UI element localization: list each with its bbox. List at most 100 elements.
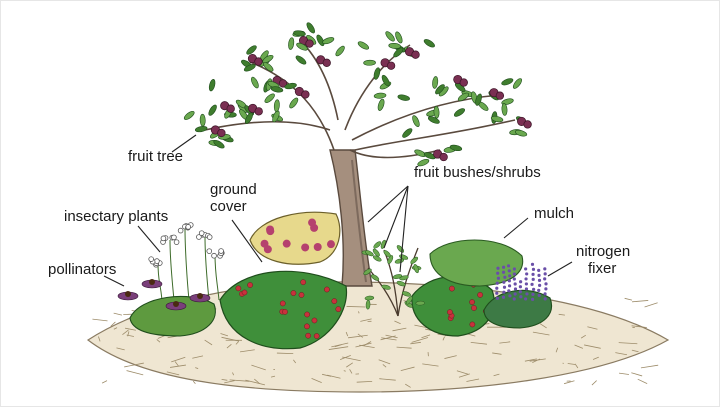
mulch-strand	[166, 371, 180, 376]
tree-fruit	[305, 39, 314, 48]
lavender-bud	[519, 280, 523, 284]
lavender-bud	[524, 282, 528, 286]
mulch-strand	[631, 349, 639, 353]
lavender-bud	[537, 293, 541, 297]
lavender-bud	[525, 272, 529, 276]
tree-fruit	[411, 50, 420, 59]
fruit-tree-trunk	[204, 39, 516, 287]
bush-leaf	[373, 241, 382, 249]
shrub-flower	[308, 218, 317, 227]
mulch-strand	[532, 331, 550, 336]
mulch-strand	[229, 379, 250, 382]
bush-leaf	[372, 255, 382, 262]
mulch-strand	[618, 342, 638, 345]
tree-leaf	[357, 41, 370, 50]
mulch-strand	[195, 367, 199, 369]
lavender-bud	[495, 281, 499, 285]
bush-leaf	[415, 300, 426, 306]
mulch-strand	[442, 336, 445, 341]
mulch-strand	[122, 329, 129, 335]
mulch-strand	[379, 378, 396, 381]
mulch-strand	[640, 364, 659, 369]
insectary-stem	[204, 235, 210, 301]
insectary-flower	[185, 224, 192, 230]
mulch-strand	[116, 347, 125, 351]
label-nitrogen-fixer-line1: nitrogen	[576, 243, 631, 260]
lavender-bud	[543, 277, 547, 281]
mulch-leader	[503, 217, 529, 239]
shrub-flower	[326, 240, 335, 249]
tree-leaf	[296, 42, 308, 51]
mulch-strand	[411, 337, 429, 343]
insectary-stem	[184, 227, 190, 301]
mulch-plants	[429, 239, 524, 287]
coneflower-center	[149, 279, 155, 285]
mulch-strand	[580, 334, 586, 339]
tree-leaf	[402, 128, 413, 138]
mulch-strand	[470, 342, 488, 345]
bush-leaf	[365, 299, 371, 310]
mulch-strand	[174, 361, 179, 367]
mulch-strand	[92, 318, 108, 322]
berry	[235, 285, 242, 292]
fruit-tree-canopy	[183, 22, 532, 167]
lavender-bud	[495, 296, 500, 300]
mulch-strand	[239, 349, 255, 353]
mulch-strand	[346, 306, 366, 308]
tree-fruit	[459, 78, 468, 87]
mulch-strand	[98, 336, 101, 342]
tree-leaf	[288, 37, 295, 50]
tree-leaf	[270, 86, 284, 93]
mulch-strand	[624, 297, 633, 301]
label-insectary-plants: insectary plants	[64, 208, 169, 225]
bush-leaf	[396, 245, 405, 253]
mulch-strand	[382, 364, 387, 368]
mulch-strand	[444, 355, 457, 359]
mulch-strand	[421, 334, 431, 339]
tree-fruit	[523, 120, 532, 129]
lavender-bud	[502, 290, 506, 294]
mulch-strand	[327, 374, 341, 379]
lavender-bud	[531, 277, 535, 281]
mulch-strand	[456, 370, 469, 375]
mulch-strand	[631, 372, 643, 377]
tree-fruit	[495, 91, 505, 100]
lavender-bud	[544, 287, 548, 291]
tree-leaf	[393, 47, 404, 58]
mulch-strand	[378, 359, 391, 365]
mulch-strand	[567, 363, 576, 365]
lavender-bud	[531, 272, 535, 276]
lavender-bud	[508, 274, 512, 278]
fruit-bushes-leader-1	[367, 185, 409, 223]
insectary-flower	[198, 230, 205, 236]
lavender-bud	[513, 287, 518, 291]
lavender-bud	[543, 272, 547, 276]
lavender-bud	[503, 275, 507, 279]
tree-leaf	[335, 45, 345, 57]
ground-cover-berries	[235, 279, 489, 339]
bush-leaf	[363, 268, 372, 276]
bush-leaf	[396, 280, 406, 287]
tree-fruit	[301, 90, 310, 99]
nitrogen-fixer-plant	[483, 262, 552, 329]
berry	[324, 286, 330, 293]
tree-leaf	[208, 78, 216, 92]
mulch-strand	[381, 337, 397, 341]
mulch-strand	[615, 352, 628, 356]
bush-leaf	[410, 256, 419, 264]
mulch-strand	[276, 352, 294, 354]
mulch-strand	[125, 327, 136, 331]
mulch-strand	[204, 339, 213, 346]
fruit-bushes-leader-2	[383, 185, 409, 249]
mulch-strand	[358, 311, 360, 314]
lavender-bud	[530, 282, 534, 286]
tree-leaf	[501, 78, 514, 86]
lavender-bud	[530, 262, 535, 266]
label-ground-cover-line2: cover	[210, 198, 247, 215]
tree-leaf	[385, 31, 395, 42]
pollinator-flowers	[117, 279, 216, 337]
mulch-strand	[587, 326, 598, 330]
mulch-strand	[499, 341, 511, 344]
mulch-strand	[631, 325, 647, 328]
